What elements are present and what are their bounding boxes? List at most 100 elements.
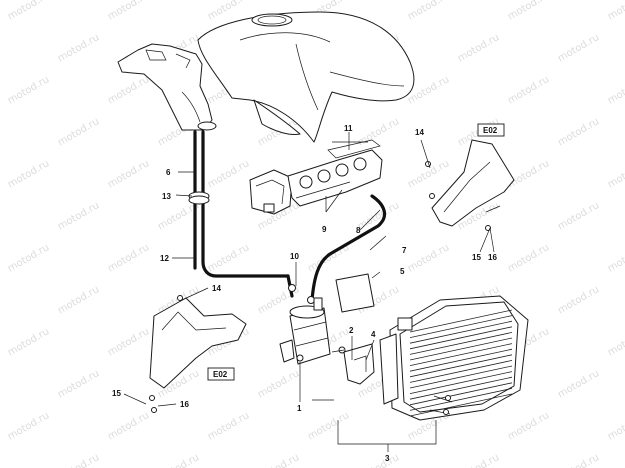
radiator-fin [409, 343, 513, 366]
watermark-text: motod.ru [606, 74, 625, 106]
watermark-text: motod.ru [6, 0, 51, 23]
callout-7: 7 [402, 246, 407, 255]
watermark-text: motod.ru [56, 200, 101, 232]
watermark-text: motod.ru [256, 368, 301, 400]
watermark-text: motod.ru [556, 200, 601, 232]
callout-14-right: 14 [415, 128, 424, 137]
watermark-text: motod.ru [456, 32, 501, 64]
watermark-text: motod.ru [356, 116, 401, 148]
watermark-text: motod.ru [506, 74, 551, 106]
watermark-text: motod.ru [0, 116, 1, 148]
callout-15-right: 15 [472, 253, 481, 262]
watermark-text: motod.ru [356, 200, 401, 232]
watermark-text: motod.ru [156, 452, 201, 468]
leader-lines [123, 132, 495, 452]
callout-3: 3 [385, 454, 390, 463]
callout-16-left: 16 [180, 400, 189, 409]
watermark-text: motod.ru [0, 200, 1, 232]
watermark-text: motod.ru [506, 410, 551, 442]
radiator-fin [409, 348, 513, 372]
radiator-fin [409, 337, 513, 361]
watermark-text: motod.ru [56, 368, 101, 400]
watermark-text: motod.ru [206, 242, 251, 274]
watermark-text: motod.ru [606, 326, 625, 358]
ref-label-right: E02 [483, 126, 498, 135]
watermark-text: motod.ru [6, 242, 51, 274]
watermark-text: motod.ru [0, 32, 1, 64]
watermark-text: motod.ru [606, 0, 625, 23]
radiator-fin [409, 315, 513, 338]
watermark-text: motod.ru [56, 284, 101, 316]
callout-5: 5 [400, 267, 405, 276]
filter-plate [335, 273, 375, 313]
watermark-text: motod.ru [606, 242, 625, 274]
watermark-text: motod.ru [0, 284, 1, 316]
callout-1: 1 [297, 404, 302, 413]
watermark-text: motod.ru [406, 0, 451, 23]
watermark-text: motod.ru [106, 0, 151, 23]
radiator-fin [409, 332, 513, 355]
ref-box-right: E02 [477, 123, 505, 137]
throttle-body-assembly [249, 139, 383, 215]
tank-mounting-bracket [117, 43, 217, 131]
callout-8: 8 [356, 226, 361, 235]
radiator-fin [409, 354, 513, 378]
watermark-text: motod.ru [556, 116, 601, 148]
hose-clamps [188, 191, 315, 304]
watermark-text: motod.ru [6, 410, 51, 442]
callout-2: 2 [349, 326, 354, 335]
watermark-text: motod.ru [6, 158, 51, 190]
watermark-text: motod.ru [556, 284, 601, 316]
watermark-text: motod.ru [0, 368, 1, 400]
fuel-tank [197, 11, 415, 143]
canister-bracket [331, 343, 375, 385]
callout-14-left: 14 [212, 284, 221, 293]
radiator-fin [409, 371, 513, 394]
ref-label-left: E02 [213, 370, 228, 379]
watermark-text: motod.ru [106, 242, 151, 274]
watermark-text: motod.ru [256, 452, 301, 468]
watermark-text: motod.ru [606, 158, 625, 190]
watermark-text: motod.ru [106, 326, 151, 358]
callout-10: 10 [290, 252, 299, 261]
radiator-fin [409, 326, 513, 350]
watermark-text: motod.ru [356, 452, 401, 468]
callout-12: 12 [160, 254, 169, 263]
radiator-fin [409, 376, 513, 400]
callout-16-right: 16 [488, 253, 497, 262]
watermark-text: motod.ru [506, 242, 551, 274]
watermark-text: motod.ru [506, 158, 551, 190]
watermark-text: motod.ru [0, 452, 1, 468]
callout-11: 11 [344, 124, 353, 133]
watermark-text: motod.ru [506, 0, 551, 23]
radiator-fin [409, 360, 513, 383]
callout-13: 13 [162, 192, 171, 201]
watermark-text: motod.ru [106, 74, 151, 106]
watermark-text: motod.ru [106, 410, 151, 442]
watermark-text: motod.ru [206, 410, 251, 442]
callout-labels: 1 2 3 4 5 6 7 8 9 10 11 12 13 14 14 15 1… [112, 124, 497, 463]
evap-canister [279, 297, 331, 365]
watermark-text: motod.ru [56, 452, 101, 468]
callout-4: 4 [371, 330, 376, 339]
ref-box-left: E02 [207, 367, 235, 381]
watermark-text: motod.ru [306, 410, 351, 442]
radiator-fin [409, 365, 513, 389]
callout-6: 6 [166, 168, 171, 177]
radiator-fin [409, 393, 513, 417]
watermark-text: motod.ru [406, 242, 451, 274]
radiator-fin [409, 388, 513, 411]
watermark-text: motod.ru [556, 32, 601, 64]
watermark-text: motod.ru [556, 368, 601, 400]
radiator-fin [409, 382, 513, 406]
watermark-text: motod.ru [606, 410, 625, 442]
left-side-bracket [149, 295, 247, 413]
watermark-text: motod.ru [56, 32, 101, 64]
watermark-text: motod.ru [6, 74, 51, 106]
watermark-text: motod.ru [56, 116, 101, 148]
callout-15-left: 15 [112, 389, 121, 398]
radiator-fin [409, 320, 513, 344]
radiator [379, 295, 529, 421]
radiator-fin [409, 309, 513, 333]
